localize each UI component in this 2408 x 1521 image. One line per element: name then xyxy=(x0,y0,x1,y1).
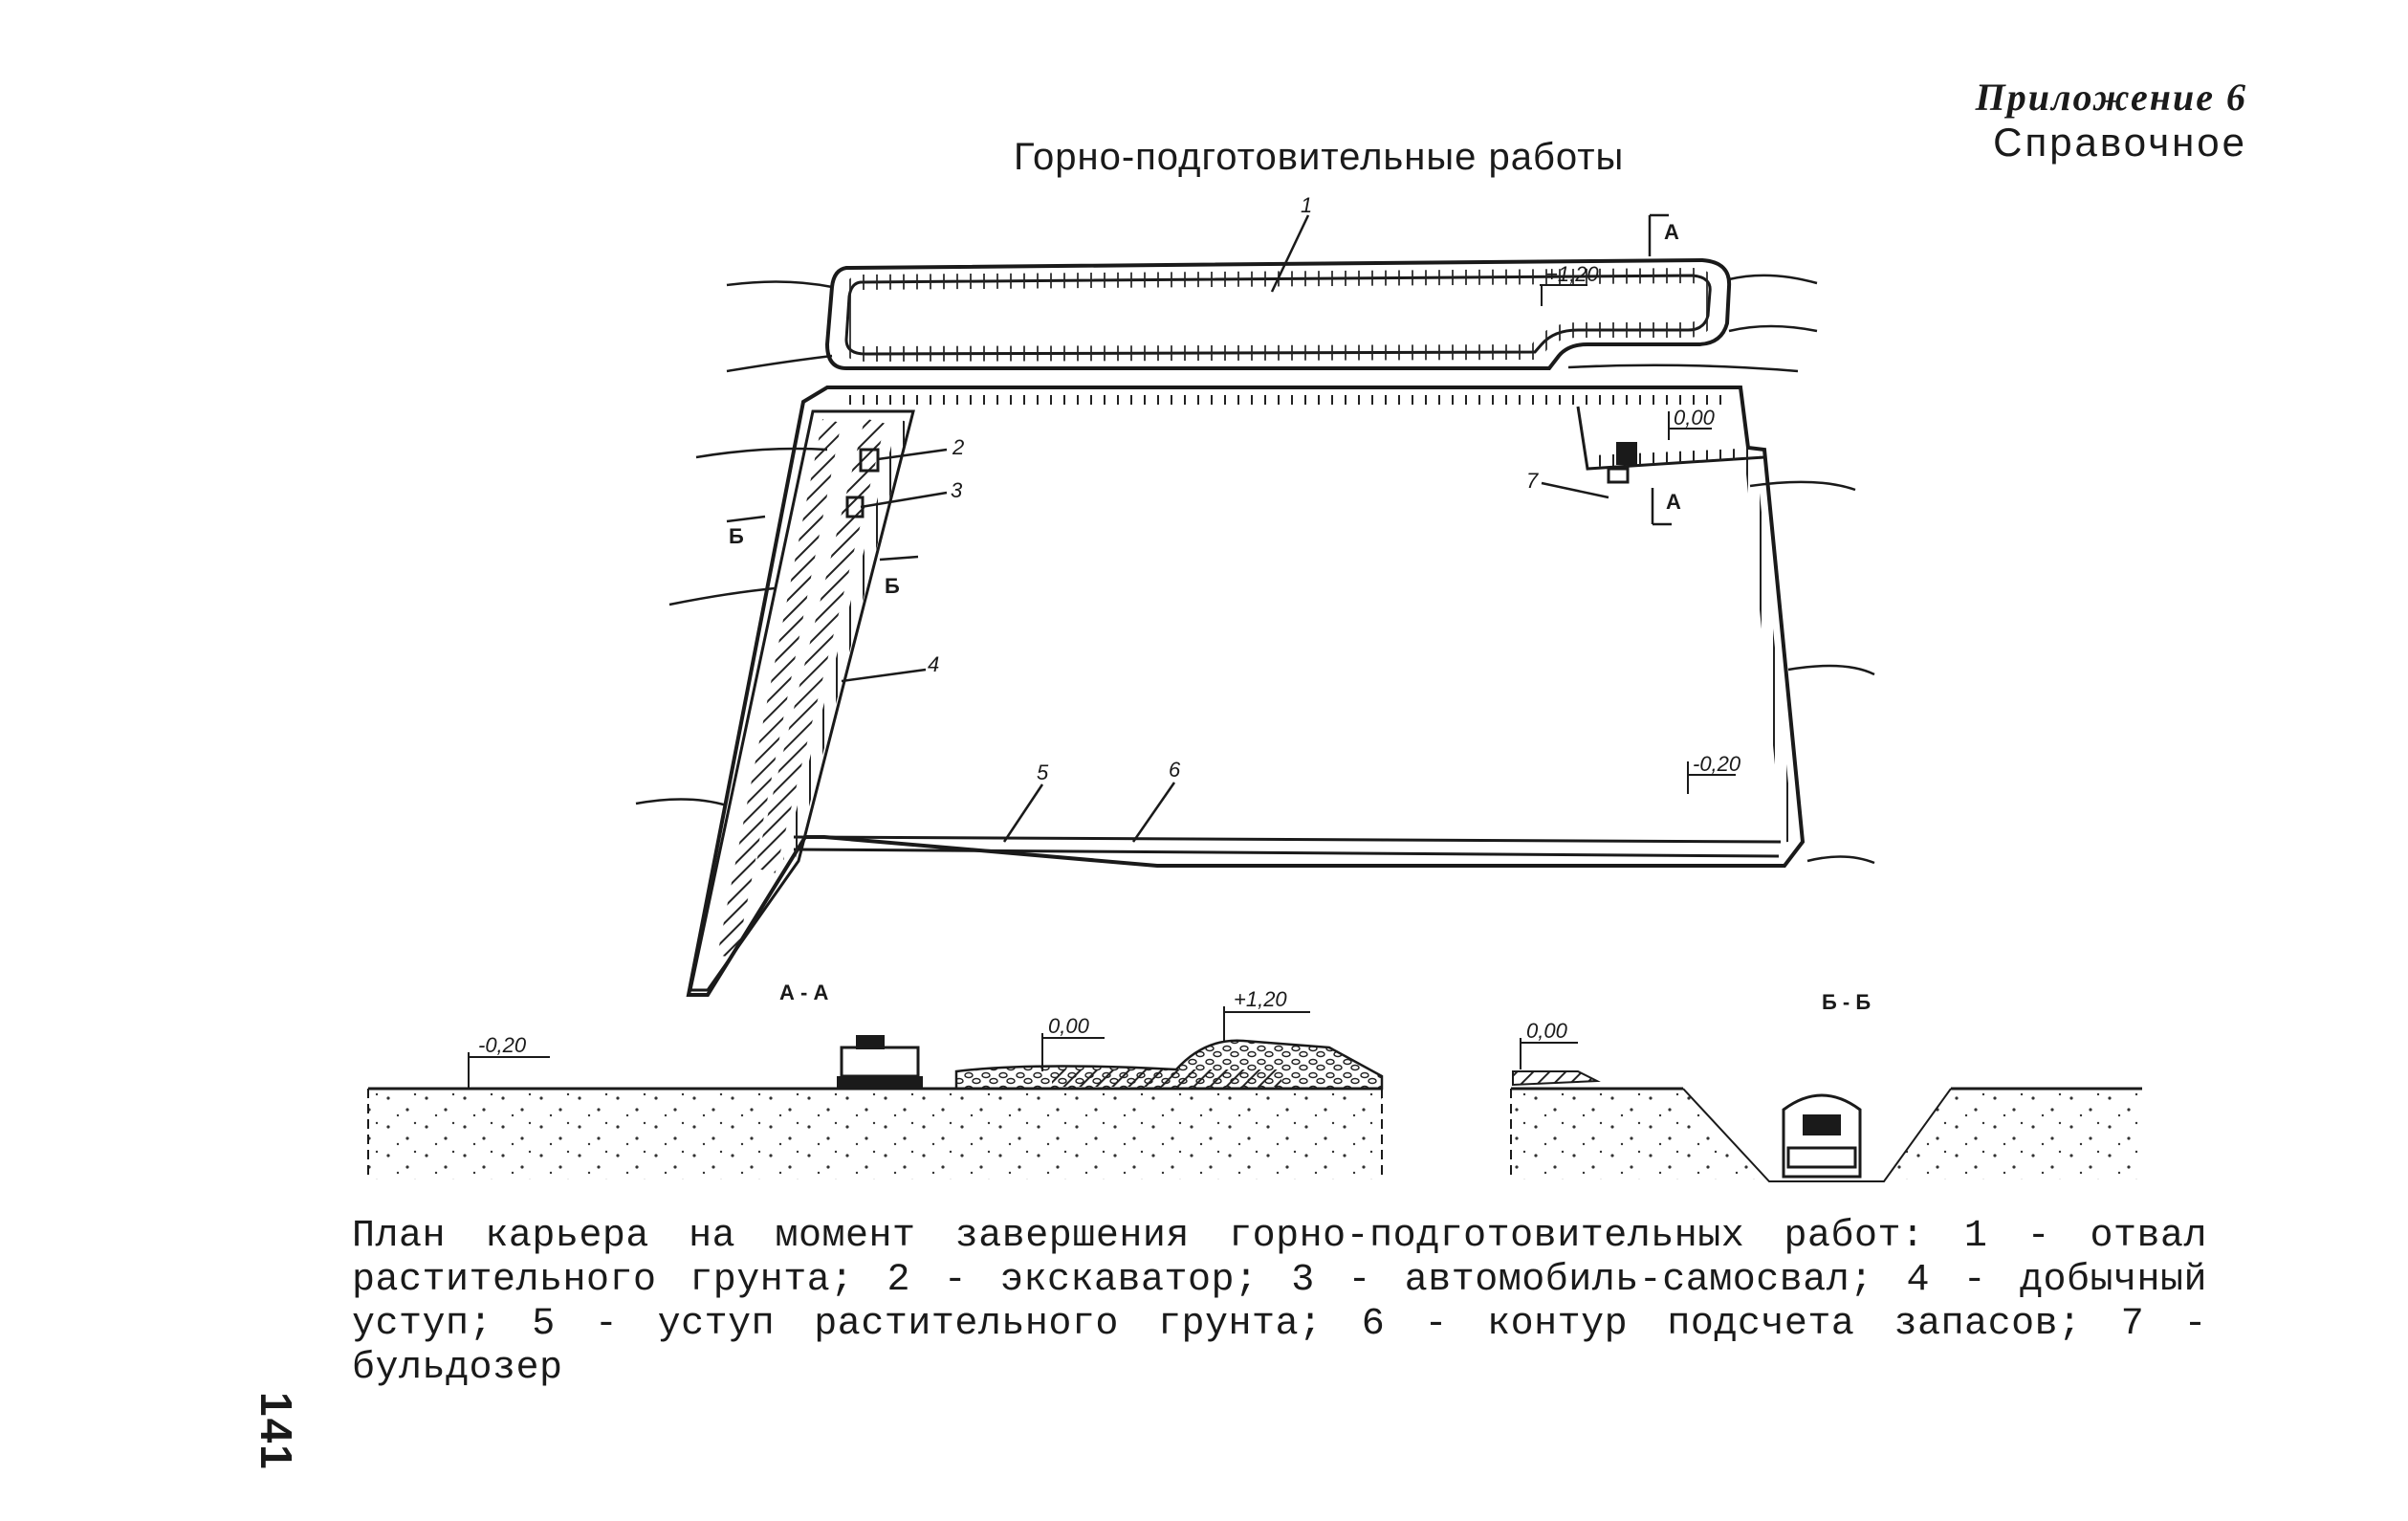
svg-text:+1,20: +1,20 xyxy=(1545,262,1599,286)
section-marker-a-bottom: А xyxy=(1651,488,1681,526)
upper-right-cut xyxy=(1576,406,1765,471)
callout-1: 1 xyxy=(1301,193,1312,217)
svg-text:А: А xyxy=(1666,490,1681,514)
terrain-contours xyxy=(635,274,1875,865)
callout-7: 7 xyxy=(1526,469,1539,493)
bulldozer-section-icon xyxy=(837,1035,923,1088)
callout-6: 6 xyxy=(1169,758,1181,782)
elevation-mark-bottom: -0,20 xyxy=(1687,752,1741,794)
svg-text:0,00: 0,00 xyxy=(1048,1014,1090,1038)
callout-3: 3 xyxy=(951,478,963,502)
svg-text:-0,20: -0,20 xyxy=(478,1033,527,1057)
section-bb: 0,00 xyxy=(1510,1019,2142,1182)
section-marker-b-right: Б xyxy=(879,555,919,598)
section-aa: -0,20 0,00 +1,20 xyxy=(367,987,1384,1179)
callout-leaders xyxy=(841,214,1609,843)
callout-4: 4 xyxy=(928,652,939,676)
svg-text:+1,20: +1,20 xyxy=(1234,987,1287,1011)
elevation-mark-top-dump: +1,20 xyxy=(1540,262,1599,306)
reference-label: Справочное xyxy=(1993,120,2247,165)
svg-text:0,00: 0,00 xyxy=(1674,406,1716,430)
excavator-icon xyxy=(859,448,880,473)
section-marker-b-left: Б xyxy=(726,515,766,548)
excavator-section-icon xyxy=(1782,1093,1862,1179)
page-number: 141 xyxy=(252,1392,301,1471)
elevation-mark-zero: 0,00 xyxy=(1668,406,1716,440)
elev-aa-left: -0,20 xyxy=(468,1033,550,1089)
figure-caption: План карьера на момент завершения горно-… xyxy=(352,1215,2207,1390)
svg-text:-0,20: -0,20 xyxy=(1693,752,1741,776)
elev-bb-left: 0,00 xyxy=(1520,1019,1578,1069)
section-bb-title: Б - Б xyxy=(1822,990,1871,1014)
callout-2: 2 xyxy=(952,435,964,459)
section-aa-title: А - А xyxy=(779,981,828,1004)
svg-text:Б: Б xyxy=(729,524,744,548)
svg-text:Б: Б xyxy=(885,574,900,598)
drawing-title: Горно-подготовительные работы xyxy=(1014,136,1625,178)
callout-5: 5 xyxy=(1037,760,1049,784)
svg-text:0,00: 0,00 xyxy=(1526,1019,1568,1043)
reserves-contour xyxy=(686,386,1806,997)
bulldozer-icon xyxy=(1607,442,1637,484)
section-marker-a-top: А xyxy=(1648,213,1679,256)
mining-bench xyxy=(689,409,915,992)
elev-aa-right: +1,20 xyxy=(1223,987,1310,1043)
svg-text:А: А xyxy=(1664,220,1679,244)
elev-aa-mid: 0,00 xyxy=(1041,1014,1105,1071)
appendix-label: Приложение 6 xyxy=(1975,76,2247,119)
